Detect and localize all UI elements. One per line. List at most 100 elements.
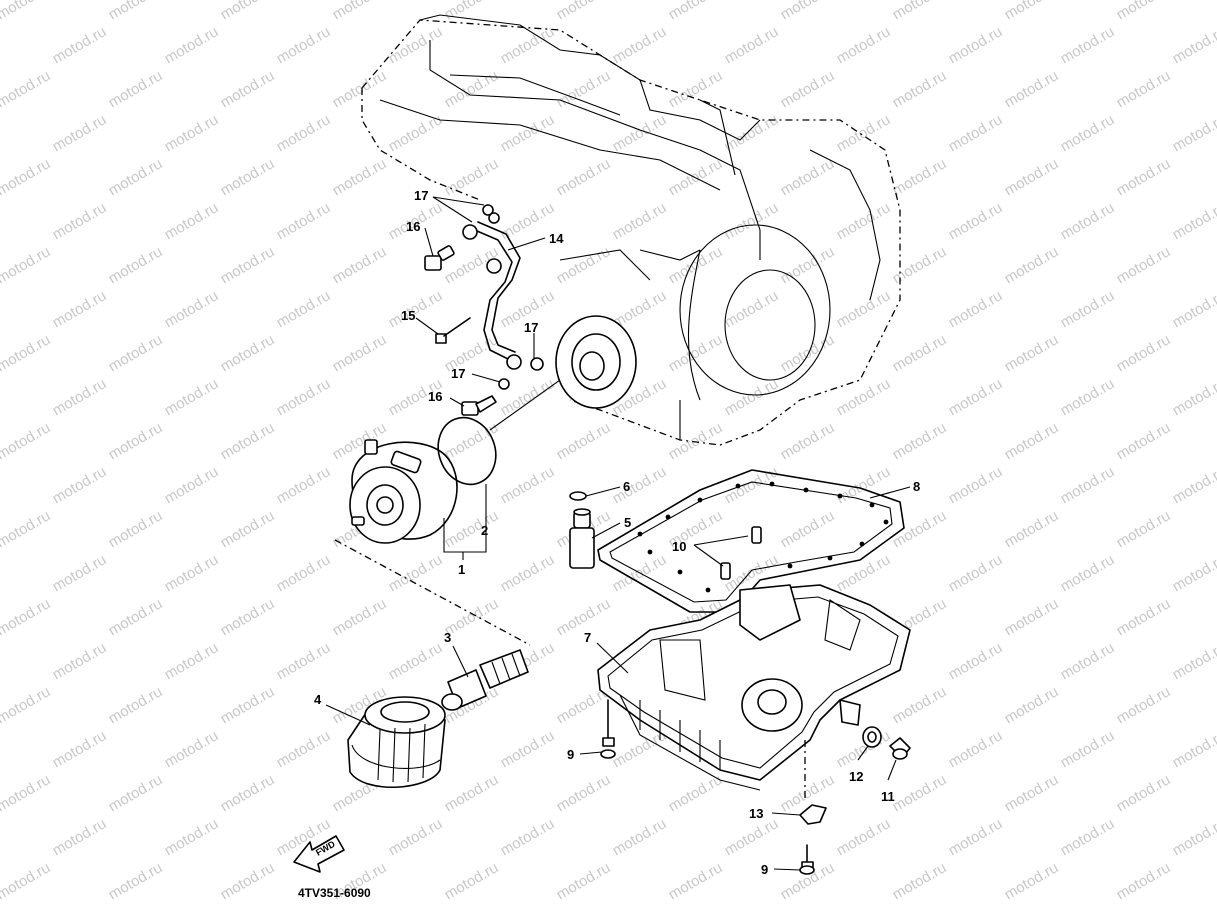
watermark-text: motod.ru bbox=[218, 0, 278, 23]
watermark-text: motod.ru bbox=[946, 815, 1006, 859]
watermark-text: motod.ru bbox=[834, 375, 894, 419]
watermark-text: motod.ru bbox=[162, 551, 222, 595]
hose-clamp bbox=[800, 805, 826, 824]
watermark-text: motod.ru bbox=[0, 771, 53, 815]
watermark-text: motod.ru bbox=[666, 0, 726, 23]
watermark-text: motod.ru bbox=[50, 111, 110, 155]
watermark-text: motod.ru bbox=[162, 463, 222, 507]
union-bolt-upper bbox=[425, 245, 455, 270]
gasket-hole bbox=[770, 482, 775, 487]
watermark-text: motod.ru bbox=[1058, 23, 1118, 67]
watermark-text: motod.ru bbox=[0, 595, 53, 639]
watermark-text: motod.ru bbox=[722, 287, 782, 331]
watermark-text: motod.ru bbox=[1170, 199, 1217, 243]
watermark-text: motod.ru bbox=[1114, 67, 1174, 111]
oil-cooler bbox=[350, 440, 457, 543]
watermark-text: motod.ru bbox=[218, 331, 278, 375]
watermark-text: motod.ru bbox=[1170, 463, 1217, 507]
watermark-text: motod.ru bbox=[50, 199, 110, 243]
watermark-text: motod.ru bbox=[1114, 243, 1174, 287]
watermark-text: motod.ru bbox=[1170, 551, 1217, 595]
watermark-text: motod.ru bbox=[218, 67, 278, 111]
watermark-text: motod.ru bbox=[106, 67, 166, 111]
watermark-text: motod.ru bbox=[554, 155, 614, 199]
watermark-text: motod.ru bbox=[666, 331, 726, 375]
gasket-hole bbox=[698, 498, 703, 503]
watermark-text: motod.ru bbox=[1002, 419, 1062, 463]
watermark-text: motod.ru bbox=[778, 67, 838, 111]
watermark-text: motod.ru bbox=[890, 331, 950, 375]
watermark-text: motod.ru bbox=[610, 815, 670, 859]
watermark-text: motod.ru bbox=[50, 463, 110, 507]
watermark-text: motod.ru bbox=[554, 419, 614, 463]
watermark-text: motod.ru bbox=[162, 111, 222, 155]
watermark-text: motod.ru bbox=[1058, 111, 1118, 155]
pan-bolt-bottom bbox=[800, 845, 814, 874]
watermark-text: motod.ru bbox=[218, 771, 278, 815]
watermark-text: motod.ru bbox=[1002, 859, 1062, 903]
watermark-text: motod.ru bbox=[386, 111, 446, 155]
watermark-text: motod.ru bbox=[330, 243, 390, 287]
watermark-text: motod.ru bbox=[0, 243, 53, 287]
watermark-text: motod.ru bbox=[106, 331, 166, 375]
watermark-text: motod.ru bbox=[1058, 727, 1118, 771]
watermark-text: motod.ru bbox=[218, 243, 278, 287]
watermark-text: motod.ru bbox=[1114, 0, 1174, 23]
watermark-text: motod.ru bbox=[1002, 683, 1062, 727]
callout-6: 6 bbox=[623, 479, 630, 494]
watermark-text: motod.ru bbox=[1170, 815, 1217, 859]
watermark-text: motod.ru bbox=[834, 287, 894, 331]
watermark-text: motod.ru bbox=[946, 287, 1006, 331]
watermark-text: motod.ru bbox=[1058, 287, 1118, 331]
gasket-hole bbox=[804, 488, 809, 493]
watermark-text: motod.ru bbox=[1114, 771, 1174, 815]
watermark-text: motod.ru bbox=[1114, 155, 1174, 199]
watermark-text: motod.ru bbox=[778, 0, 838, 23]
watermark-text: motod.ru bbox=[442, 67, 502, 111]
watermark-text: motod.ru bbox=[274, 287, 334, 331]
watermark-text: motod.ru bbox=[1170, 375, 1217, 419]
watermark-text: motod.ru bbox=[50, 375, 110, 419]
watermark-text: motod.ru bbox=[442, 859, 502, 903]
watermark-text: motod.ru bbox=[106, 419, 166, 463]
watermark-text: motod.ru bbox=[162, 23, 222, 67]
watermark-text: motod.ru bbox=[1058, 815, 1118, 859]
watermark-text: motod.ru bbox=[1114, 595, 1174, 639]
callout-11: 11 bbox=[881, 789, 895, 804]
watermark-text: motod.ru bbox=[162, 287, 222, 331]
watermark-text: motod.ru bbox=[890, 419, 950, 463]
watermark-text: motod.ru bbox=[0, 859, 53, 903]
watermark-text: motod.ru bbox=[106, 507, 166, 551]
watermark-text: motod.ru bbox=[890, 859, 950, 903]
watermark-text: motod.ru bbox=[890, 683, 950, 727]
watermark-text: motod.ru bbox=[722, 23, 782, 67]
watermark-text: motod.ru bbox=[890, 771, 950, 815]
gasket-hole bbox=[678, 570, 683, 575]
callout-8: 8 bbox=[913, 479, 920, 494]
callout-14: 14 bbox=[549, 231, 564, 246]
watermark-text: motod.ru bbox=[386, 815, 446, 859]
callout-16: 16 bbox=[428, 389, 442, 404]
callout-9: 9 bbox=[567, 747, 574, 762]
watermark-text: motod.ru bbox=[946, 23, 1006, 67]
callout-7: 7 bbox=[584, 630, 591, 645]
watermark-text: motod.ru bbox=[1114, 859, 1174, 903]
watermark-text: motod.ru bbox=[834, 23, 894, 67]
watermark-text: motod.ru bbox=[722, 815, 782, 859]
watermark-text: motod.ru bbox=[442, 0, 502, 23]
watermark-text: motod.ru bbox=[1114, 331, 1174, 375]
watermark-text: motod.ru bbox=[330, 0, 390, 23]
watermark-text: motod.ru bbox=[106, 683, 166, 727]
gasket-hole bbox=[838, 494, 843, 499]
gasket-hole bbox=[788, 564, 793, 569]
watermark-text: motod.ru bbox=[162, 375, 222, 419]
watermark-text: motod.ru bbox=[610, 23, 670, 67]
callout-16: 16 bbox=[406, 219, 420, 234]
watermark-text: motod.ru bbox=[218, 419, 278, 463]
watermark-text: motod.ru bbox=[0, 155, 53, 199]
watermark-text: motod.ru bbox=[0, 0, 53, 23]
watermark-text: motod.ru bbox=[386, 23, 446, 67]
gasket-hole bbox=[666, 515, 671, 520]
